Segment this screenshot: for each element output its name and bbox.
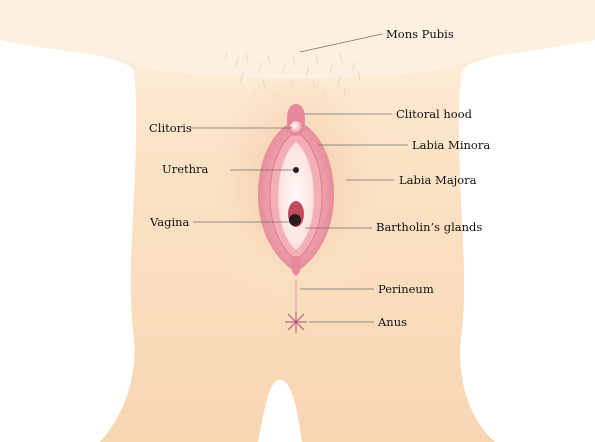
leader-mons-pubis [299,33,383,53]
label-anus: Anus [377,315,407,329]
label-clitoris: Clitoris [149,121,192,135]
vagina-opening [289,214,301,226]
fourchette [290,256,302,276]
label-mons-pubis: Mons Pubis [386,27,454,41]
urethra-opening [293,167,299,173]
label-labia-majora: Labia Majora [399,173,477,187]
label-urethra: Urethra [162,162,209,176]
label-vagina: Vagina [149,215,190,229]
clitoris-shape [289,120,303,134]
vestibule [278,142,314,250]
anus-shape [285,311,307,333]
leader-lines [190,33,408,323]
label-bartholins-glands: Bartholin’s glands [376,220,482,234]
upper-skin [0,0,595,79]
labels: Mons Pubis Clitoral hood Clitoris Labia … [149,27,490,329]
label-labia-minora: Labia Minora [412,138,490,152]
label-clitoral-hood: Clitoral hood [396,107,473,121]
label-perineum: Perineum [378,282,434,296]
